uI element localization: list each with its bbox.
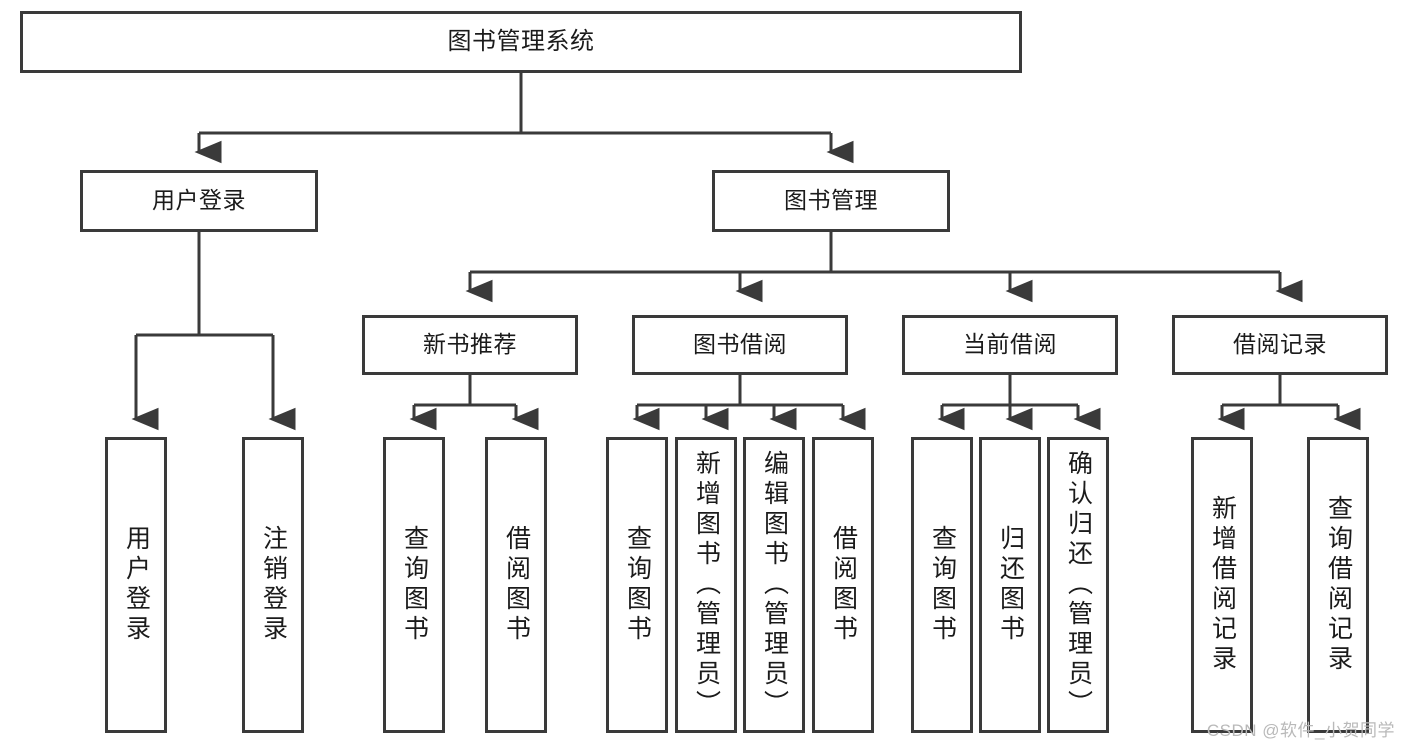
node-label: 借阅图书 bbox=[502, 525, 531, 645]
leaf-new-book-borrow[interactable]: 借阅图书 bbox=[485, 437, 547, 733]
node-label: 新书推荐 bbox=[423, 331, 517, 358]
node-label: 图书管理系统 bbox=[447, 27, 595, 55]
leaf-borrow-record-query[interactable]: 查询借阅记录 bbox=[1307, 437, 1369, 733]
node-user-login[interactable]: 用户登录 bbox=[80, 170, 318, 232]
leaf-current-borrow-return[interactable]: 归还图书 bbox=[979, 437, 1041, 733]
node-label: 查询图书 bbox=[623, 525, 652, 645]
node-label: 新增借阅记录 bbox=[1208, 495, 1237, 675]
node-current-borrow[interactable]: 当前借阅 bbox=[902, 315, 1118, 375]
node-label: 查询图书 bbox=[928, 525, 957, 645]
node-label: 图书借阅 bbox=[693, 331, 787, 358]
node-label: 注销登录 bbox=[259, 525, 288, 645]
node-label: 借阅记录 bbox=[1233, 331, 1327, 358]
node-book-management[interactable]: 图书管理 bbox=[712, 170, 950, 232]
node-label: 确认归还（管理员） bbox=[1064, 450, 1093, 720]
node-label: 用户登录 bbox=[122, 525, 151, 645]
node-new-book-recommend[interactable]: 新书推荐 bbox=[362, 315, 578, 375]
node-label: 图书管理 bbox=[784, 187, 878, 214]
node-book-borrow[interactable]: 图书借阅 bbox=[632, 315, 848, 375]
leaf-user-login-login[interactable]: 用户登录 bbox=[105, 437, 167, 733]
leaf-book-borrow-add[interactable]: 新增图书（管理员） bbox=[675, 437, 737, 733]
leaf-current-borrow-query[interactable]: 查询图书 bbox=[911, 437, 973, 733]
node-label: 用户登录 bbox=[152, 187, 246, 214]
leaf-new-book-query[interactable]: 查询图书 bbox=[383, 437, 445, 733]
node-label: 归还图书 bbox=[996, 525, 1025, 645]
leaf-current-borrow-confirm-return[interactable]: 确认归还（管理员） bbox=[1047, 437, 1109, 733]
leaf-book-borrow-borrow[interactable]: 借阅图书 bbox=[812, 437, 874, 733]
node-label: 借阅图书 bbox=[829, 525, 858, 645]
node-label: 查询图书 bbox=[400, 525, 429, 645]
node-label: 当前借阅 bbox=[963, 331, 1057, 358]
leaf-borrow-record-add[interactable]: 新增借阅记录 bbox=[1191, 437, 1253, 733]
node-label: 新增图书（管理员） bbox=[692, 450, 721, 720]
watermark: CSDN @软件_小贺同学 bbox=[1206, 721, 1395, 740]
leaf-book-borrow-edit[interactable]: 编辑图书（管理员） bbox=[743, 437, 805, 733]
leaf-user-login-logout[interactable]: 注销登录 bbox=[242, 437, 304, 733]
node-root-system[interactable]: 图书管理系统 bbox=[20, 11, 1022, 73]
leaf-book-borrow-query[interactable]: 查询图书 bbox=[606, 437, 668, 733]
node-label: 编辑图书（管理员） bbox=[760, 450, 789, 720]
node-borrow-record[interactable]: 借阅记录 bbox=[1172, 315, 1388, 375]
node-label: 查询借阅记录 bbox=[1324, 495, 1353, 675]
